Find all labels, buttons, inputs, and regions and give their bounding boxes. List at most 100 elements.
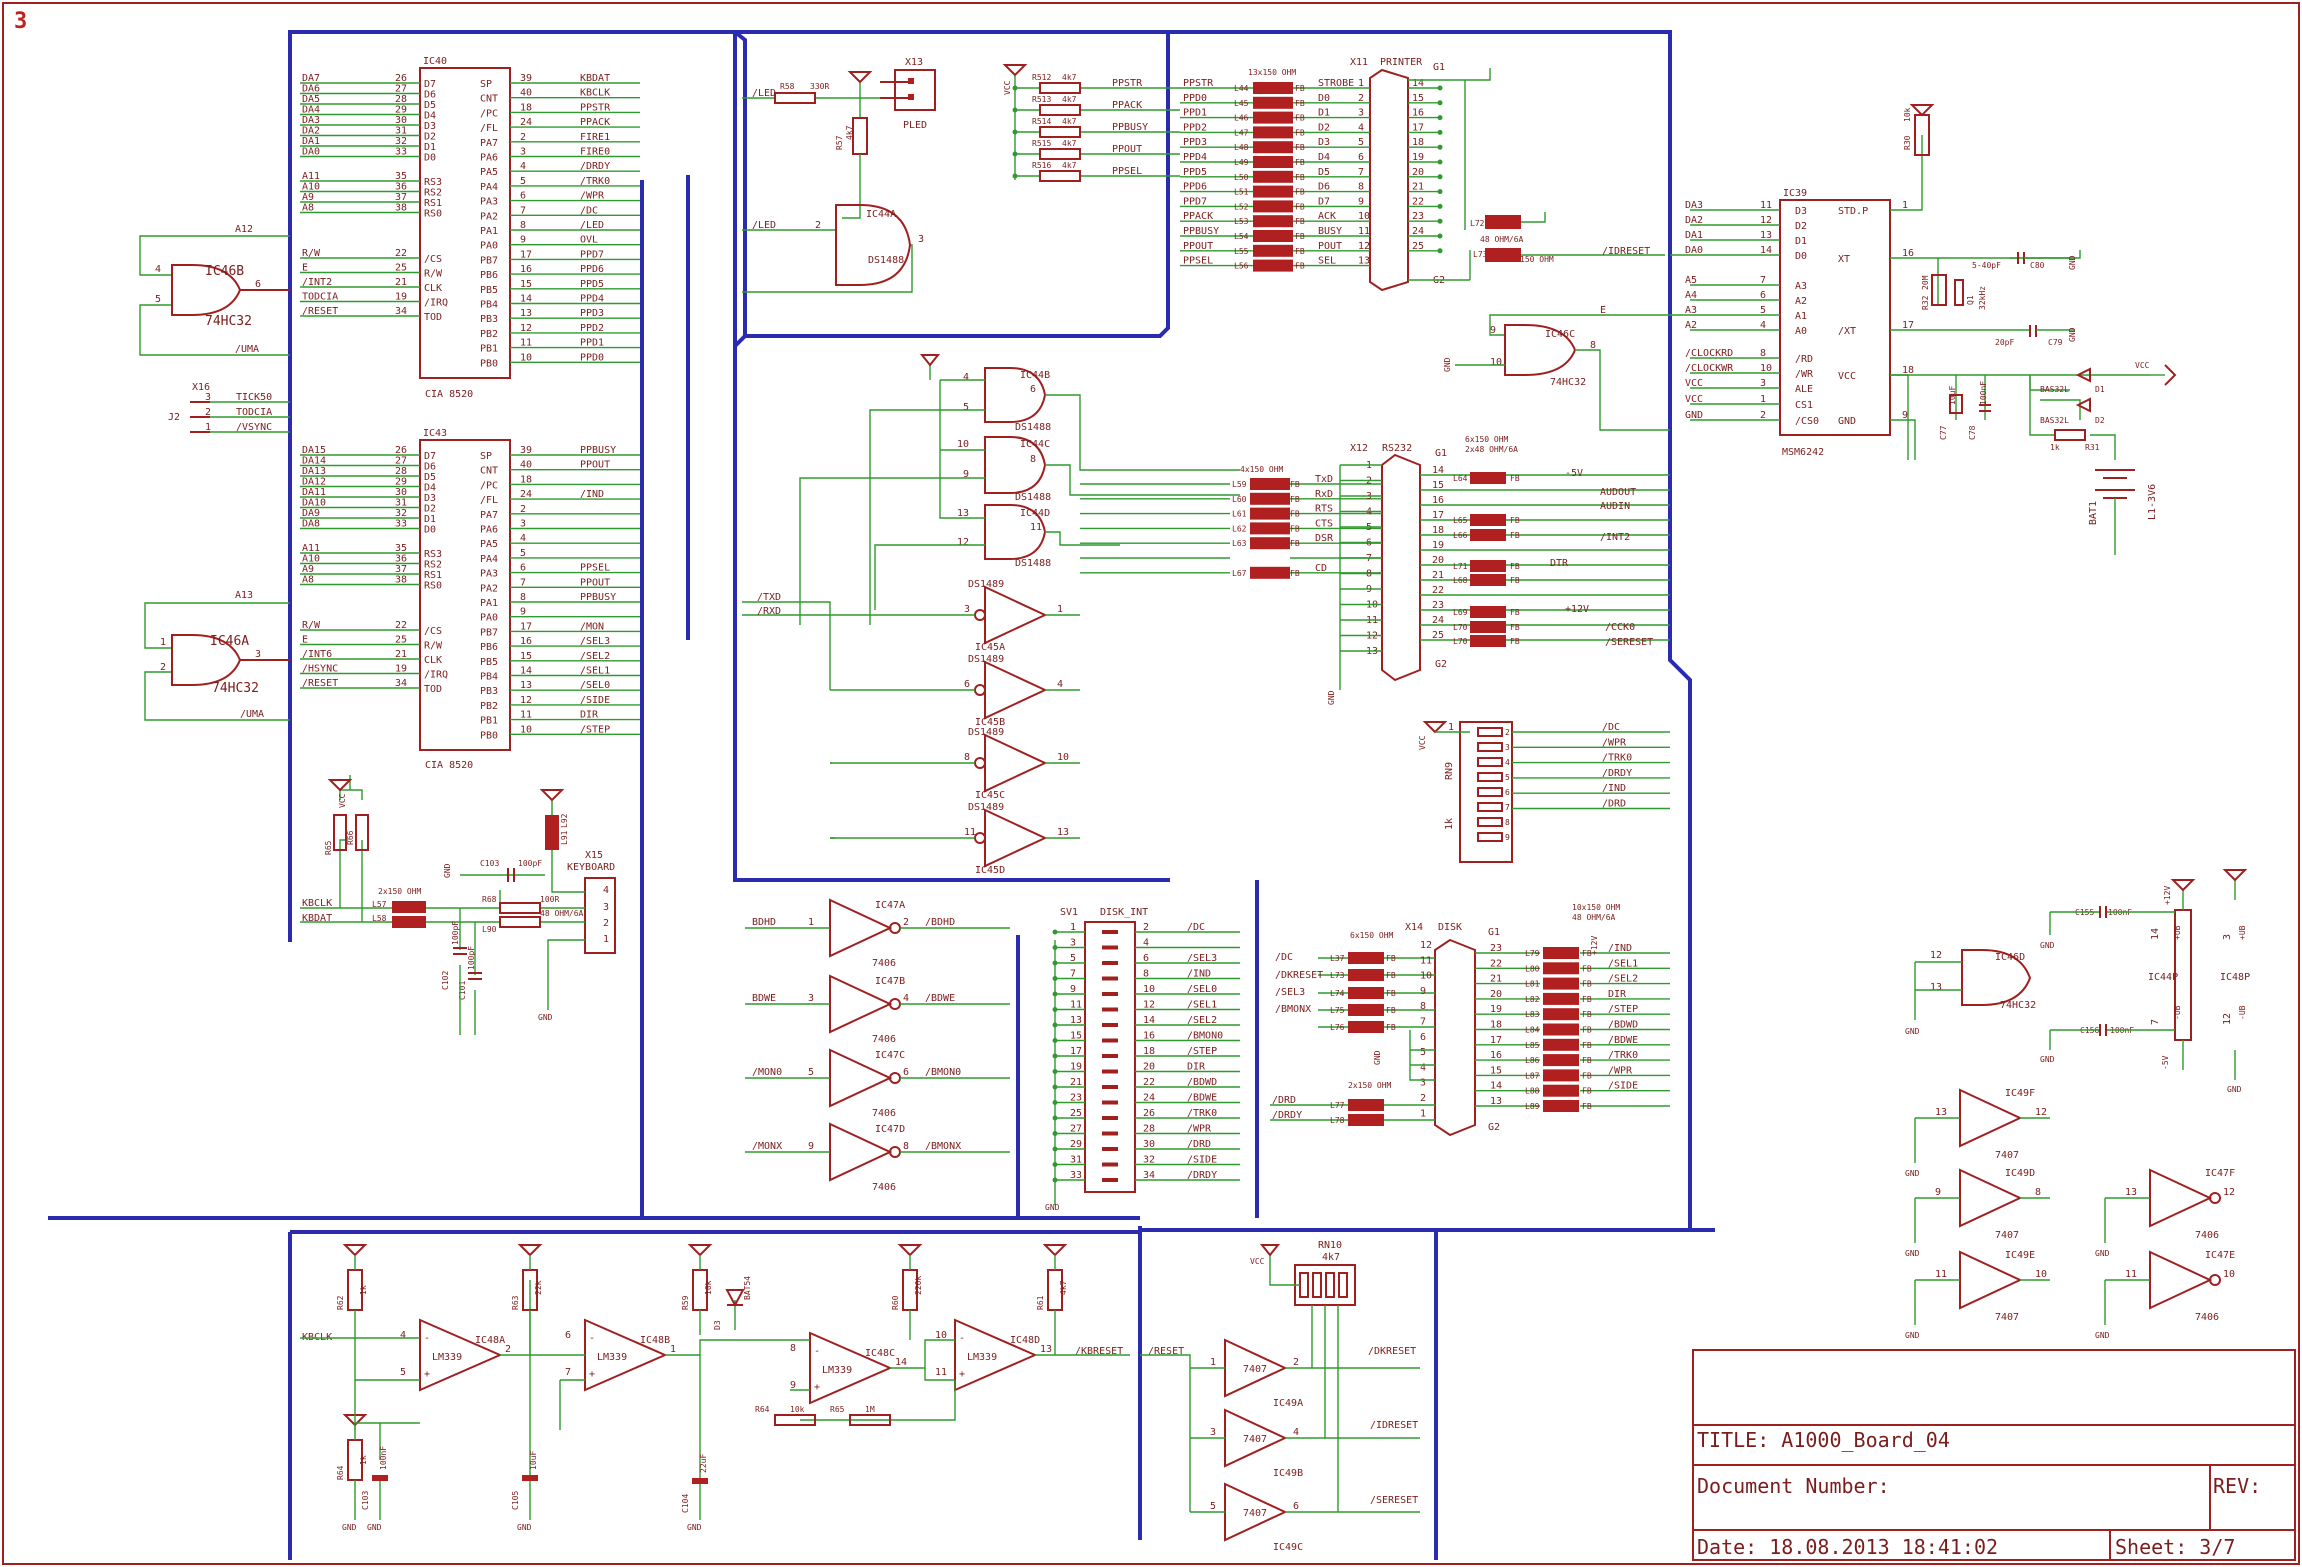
cia-right-net: PPOUT	[580, 577, 610, 588]
x16-pin-2: 2	[205, 407, 211, 418]
printer-inductor: L48	[1234, 143, 1249, 152]
extdisk-left-net: /DC	[1275, 952, 1293, 963]
cia-right-pin: PA0	[480, 613, 498, 624]
rtc-left-pin: /WR	[1795, 369, 1814, 380]
printer-pin: ACK	[1318, 211, 1336, 222]
rtc-left-num: 11	[1760, 200, 1772, 211]
ext-disk-g2: G2	[1488, 1122, 1500, 1133]
extdisk-ferrite	[1348, 1004, 1384, 1016]
cia-right-pin: PB5	[480, 285, 498, 296]
serial-fb: FB	[1290, 510, 1300, 519]
disk-name: DISK_INT	[1100, 907, 1148, 918]
printer-ferrite	[1253, 141, 1293, 154]
junction	[1012, 173, 1018, 179]
disk-right-net: /BDWE	[1187, 1093, 1217, 1104]
rtc-right-num: 1	[1902, 200, 1908, 211]
rtc-left-num: 8	[1760, 348, 1766, 359]
receiver-bubble	[974, 757, 986, 769]
rev-label: REV:	[2213, 1474, 2261, 1498]
cia-left-net: A11	[302, 171, 320, 182]
printer-num: 12	[1358, 241, 1370, 252]
rtc-left-net: A5	[1685, 275, 1697, 286]
printer-name: PRINTER	[1380, 57, 1423, 68]
reset-buffer-out: 4	[1293, 1427, 1299, 1438]
extdisk-ferrite	[1348, 1021, 1384, 1033]
reset-buffer-in: 5	[1210, 1501, 1216, 1512]
disk-left-num: 15	[1070, 1031, 1082, 1042]
disk-rows: 135791113151719212325272931332/DC46/SEL3…	[1052, 922, 1240, 1183]
inverter-value: 7406	[872, 1034, 896, 1045]
disk-left-num: 11	[1070, 1000, 1082, 1011]
serial-r-fb: FB	[1510, 608, 1520, 617]
extdisk-num-u: 5	[1420, 1047, 1426, 1058]
cia-right-num: 15	[520, 279, 532, 290]
cia-right-num: 13	[520, 308, 532, 319]
ic46a-value: 74HC32	[212, 681, 259, 696]
disk-right-num: 8	[1143, 969, 1149, 980]
ic44c-value: DS1488	[1015, 492, 1051, 503]
ic44d-pin-2: 12	[957, 537, 969, 548]
receiver-body	[984, 585, 1048, 645]
disk-ref: SV1	[1060, 907, 1078, 918]
extdisk-num-u: 12	[1420, 940, 1432, 951]
rtc-left-pin: D3	[1795, 206, 1807, 217]
x16-pin-3: 3	[205, 392, 211, 403]
rtc-left-pin: D2	[1795, 221, 1807, 232]
reset-resistor-ref: R64	[336, 1465, 345, 1480]
serial-num-r: 14	[1432, 465, 1444, 476]
ic46b-pin-y: 6	[255, 279, 261, 290]
x16-net-tick50: TICK50	[236, 392, 272, 403]
rtc-left-net: A3	[1685, 305, 1697, 316]
disk-pin-mark	[1102, 1162, 1118, 1167]
printer-num: 3	[1358, 108, 1364, 119]
rtc-left-net: DA0	[1685, 245, 1703, 256]
extdisk-ferrite	[1348, 969, 1384, 981]
receiver-ref: IC45C	[975, 790, 1005, 801]
kbd-gnd: GND	[538, 1013, 553, 1022]
cia-right-num: 6	[520, 563, 526, 574]
printer-net: PPACK	[1183, 211, 1213, 222]
ic46b-pin-a: 4	[155, 264, 161, 275]
printer-low-num: 18	[1412, 137, 1424, 148]
printer-shield-val: 150 OHM	[1520, 255, 1554, 264]
cia-left-num: 34	[395, 306, 407, 317]
printer-ref: X11	[1350, 57, 1368, 68]
reset-rn10-val: 4k7	[1322, 1252, 1340, 1263]
printer-pullup-ref: R515	[1032, 139, 1051, 148]
comparator-minus: -	[589, 1333, 595, 1344]
x16-net-todcia: TODCIA	[236, 407, 272, 418]
ic44c-pin-3: 8	[1030, 454, 1036, 465]
extdisk-r-ferrite	[1543, 1069, 1579, 1082]
gate-ic46a: IC46A 74HC32 A13 /UMA 1 2 3	[144, 590, 290, 721]
serial-r-ind: L70	[1453, 623, 1468, 632]
disk-pin-mark	[1102, 992, 1118, 996]
extdisk-ind: L74	[1330, 989, 1345, 998]
comparator-pin-y: 1	[670, 1344, 676, 1355]
reset-resistor-ref: R63	[511, 1295, 520, 1310]
printer-pullup	[1039, 104, 1081, 116]
cia-right-pin: /PC	[480, 480, 498, 491]
serial-num-r: 23	[1432, 600, 1444, 611]
cia-left-num: 31	[395, 126, 407, 137]
comparator-minus: -	[814, 1346, 820, 1357]
reset-rn10-vcc	[1259, 1244, 1281, 1257]
receiver-ref: IC45A	[975, 642, 1005, 653]
rtc-d2: D2	[2095, 416, 2105, 425]
extdisk-ferrite	[1348, 987, 1384, 999]
cia-left-net: DA8	[302, 519, 320, 530]
cia-right-num: 24	[520, 117, 532, 128]
inverter-value: 7406	[2195, 1230, 2219, 1241]
printer-fb: FB	[1295, 262, 1305, 271]
serial-port: X12 RS232 4x150 OHM 6x150 OHM 2x48 OHM/6…	[1080, 435, 1670, 705]
printer-inductor: L46	[1234, 114, 1249, 123]
internal-disk-header: SV1 DISK_INT 135791113151719212325272931…	[1045, 907, 1240, 1212]
disk-right-net: /SIDE	[1187, 1155, 1217, 1166]
inverter-out: 2	[903, 917, 909, 928]
kbd-c103: C103	[480, 859, 499, 868]
buffer-ref: IC49D	[2005, 1168, 2035, 1179]
extdisk-r-net: /STEP	[1608, 1004, 1638, 1015]
reset-buffer-value: 7407	[1243, 1364, 1267, 1375]
rtc-body	[1779, 199, 1891, 436]
cia-right-net: /SEL2	[580, 651, 610, 662]
extdisk-low-ferrite	[1348, 1114, 1384, 1126]
